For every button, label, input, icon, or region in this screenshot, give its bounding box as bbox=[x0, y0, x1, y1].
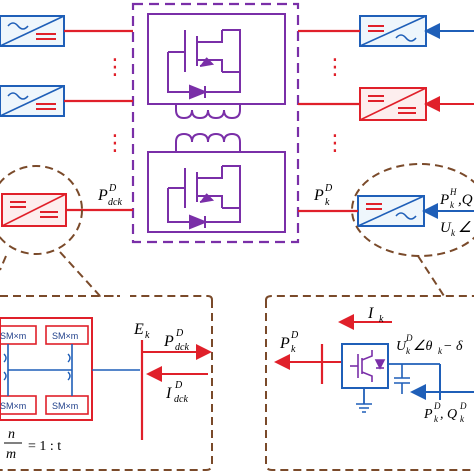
svg-text:k: k bbox=[291, 344, 296, 355]
svg-text:E: E bbox=[133, 321, 144, 338]
svg-text:k: k bbox=[406, 346, 411, 356]
svg-text:I: I bbox=[367, 305, 374, 322]
svg-text:P: P bbox=[313, 187, 324, 204]
label-e-k: E k bbox=[133, 321, 150, 341]
svg-text:dck: dck bbox=[108, 197, 122, 208]
svg-text:D: D bbox=[174, 380, 183, 391]
label-u-k-theta: U D k ∠θ k − δ bbox=[396, 333, 463, 356]
label-p-k-h: P H k ,Q bbox=[439, 187, 473, 210]
capacitor-icon bbox=[394, 364, 410, 394]
svg-text:dck: dck bbox=[174, 394, 188, 405]
label-i-k: I k bbox=[367, 305, 384, 325]
dc-dc-converter-icon bbox=[10, 201, 58, 218]
svg-text:D: D bbox=[175, 328, 184, 339]
ac-dc-converter-icon bbox=[366, 203, 417, 220]
label-p-q-k: P D k , Q D k bbox=[423, 401, 467, 424]
right-top-converter bbox=[298, 15, 474, 47]
svg-text:k: k bbox=[145, 330, 150, 341]
svg-text:P: P bbox=[163, 333, 174, 350]
vsc-block bbox=[341, 343, 389, 413]
svg-text:∠θ: ∠θ bbox=[413, 339, 433, 354]
lower-igbt-block bbox=[147, 151, 286, 233]
left-top-converter bbox=[0, 15, 133, 47]
sm-module-label: SM×m bbox=[52, 401, 78, 411]
igbt-switch-icon bbox=[167, 29, 241, 100]
lower-right-detail-panel bbox=[265, 300, 474, 471]
svg-text:k: k bbox=[438, 346, 443, 356]
igbt-switch-icon bbox=[350, 350, 386, 382]
svg-text:D: D bbox=[324, 183, 333, 194]
svg-text:k: k bbox=[450, 200, 455, 210]
left-ellipsis-upper: ⋮ bbox=[104, 55, 126, 80]
mmc-dashed-boundary bbox=[131, 2, 300, 244]
label-ratio: n m = 1 : t bbox=[4, 427, 61, 462]
svg-text:P: P bbox=[279, 335, 290, 352]
svg-text:k: k bbox=[434, 414, 439, 424]
label-p-k-lower: P D k bbox=[279, 330, 299, 355]
svg-text:− δ: − δ bbox=[443, 339, 463, 354]
right-mid-converter bbox=[298, 87, 474, 121]
right-acdc-converter bbox=[298, 195, 474, 227]
left-dashed-ellipse bbox=[0, 165, 83, 255]
svg-text:k: k bbox=[379, 314, 384, 325]
svg-text:I: I bbox=[165, 385, 172, 402]
svg-text:H: H bbox=[449, 187, 457, 197]
svg-text:dck: dck bbox=[175, 342, 189, 353]
left-dcdc-converter bbox=[1, 193, 133, 227]
label-p-dck-lower: P D dck bbox=[163, 328, 189, 353]
igbt-switch-icon bbox=[167, 165, 241, 230]
ac-dc-converter-icon bbox=[7, 22, 56, 40]
dc-dc-converter-icon bbox=[368, 95, 416, 114]
svg-text:= 1 : t: = 1 : t bbox=[28, 439, 61, 454]
svg-text:D: D bbox=[290, 330, 299, 341]
sm-module-label: SM×m bbox=[0, 401, 26, 411]
transformer-coil-icon bbox=[175, 104, 241, 152]
ac-dc-converter-icon bbox=[368, 25, 417, 42]
right-ellipsis-lower: ⋮ bbox=[324, 131, 346, 156]
label-u-k-angle: U k ∠ bbox=[440, 220, 471, 238]
svg-text:P: P bbox=[439, 192, 449, 208]
svg-text:U: U bbox=[440, 220, 452, 236]
svg-text:m: m bbox=[6, 447, 16, 462]
svg-text:n: n bbox=[8, 427, 15, 442]
svg-text:k: k bbox=[451, 228, 456, 238]
svg-text:k: k bbox=[325, 197, 330, 208]
label-p-dck-center: P D dck bbox=[97, 183, 122, 208]
svg-text:k: k bbox=[460, 414, 465, 424]
svg-text:,Q: ,Q bbox=[458, 192, 473, 208]
svg-text:P: P bbox=[97, 187, 108, 204]
svg-text:, Q: , Q bbox=[440, 407, 457, 422]
svg-text:D: D bbox=[433, 401, 441, 411]
svg-text:P: P bbox=[423, 407, 433, 422]
left-callout-line bbox=[59, 251, 120, 297]
svg-text:D: D bbox=[108, 183, 117, 194]
svg-text:D: D bbox=[405, 333, 413, 343]
right-ellipsis-upper: ⋮ bbox=[324, 55, 346, 80]
svg-text:D: D bbox=[459, 401, 467, 411]
label-i-dck: I D dck bbox=[165, 380, 188, 405]
svg-text:∠: ∠ bbox=[458, 220, 471, 236]
right-callout-line bbox=[417, 255, 445, 297]
svg-text:U: U bbox=[396, 339, 407, 354]
upper-igbt-block bbox=[147, 13, 286, 105]
left-mid-converter bbox=[0, 85, 133, 117]
left-ellipsis-lower: ⋮ bbox=[104, 131, 126, 156]
sm-module-block: SM×m SM×m SM×m SM×m bbox=[0, 317, 140, 421]
sm-module-label: SM×m bbox=[0, 331, 26, 341]
sm-module-label: SM×m bbox=[52, 331, 78, 341]
ac-dc-converter-icon bbox=[7, 92, 56, 110]
label-p-k-center: P D k bbox=[313, 183, 333, 208]
lower-left-detail-panel bbox=[0, 300, 213, 471]
